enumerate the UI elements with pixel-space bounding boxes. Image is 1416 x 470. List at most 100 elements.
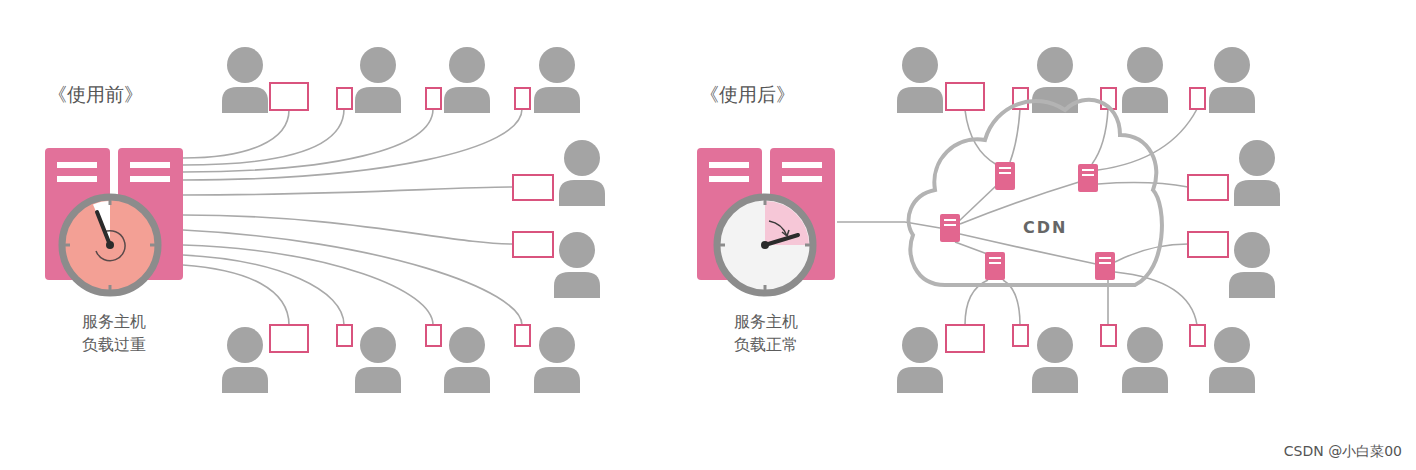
wire bbox=[960, 234, 1096, 264]
wire bbox=[183, 109, 522, 180]
clock-tick bbox=[764, 197, 767, 205]
cdn-server-icon bbox=[1095, 252, 1115, 280]
phone-icon bbox=[515, 325, 530, 346]
clock-tick bbox=[805, 244, 813, 247]
user-icon bbox=[1122, 327, 1168, 393]
monitor-icon bbox=[946, 325, 984, 352]
wire bbox=[183, 109, 433, 172]
wire bbox=[183, 265, 289, 325]
wire bbox=[1115, 244, 1188, 262]
clock-hand bbox=[765, 235, 798, 245]
cloud-label: CDN bbox=[1021, 218, 1069, 237]
connector-line bbox=[837, 221, 905, 223]
clock-arrow-head bbox=[782, 230, 789, 236]
clock-tick bbox=[109, 197, 112, 205]
phone-icon bbox=[337, 325, 352, 346]
wire bbox=[1098, 109, 1197, 170]
wire bbox=[1098, 183, 1188, 187]
phone-icon bbox=[337, 88, 352, 109]
user-icon bbox=[222, 47, 268, 113]
clock-normal bbox=[717, 197, 813, 293]
phone-icon bbox=[1013, 325, 1028, 346]
clock-wedge bbox=[93, 201, 110, 245]
user-icon bbox=[559, 140, 605, 206]
phone-icon bbox=[426, 88, 441, 109]
user-icon bbox=[222, 327, 268, 393]
user-icon bbox=[897, 47, 943, 113]
clock-face bbox=[62, 197, 158, 293]
panel-title: 《使用前》 bbox=[48, 82, 143, 108]
user-icon bbox=[897, 327, 943, 393]
wire bbox=[183, 187, 513, 195]
server-caption: 服务主机 负载过重 bbox=[77, 310, 151, 356]
cdn-server-icon bbox=[995, 162, 1015, 190]
device-group bbox=[270, 83, 553, 352]
monitor-icon bbox=[1188, 232, 1228, 257]
phone-icon bbox=[426, 325, 441, 346]
clock-tick bbox=[764, 285, 767, 293]
server-slot bbox=[130, 162, 170, 168]
watermark: CSDN @小白菜00 bbox=[1284, 443, 1402, 461]
cloud-outline bbox=[905, 80, 1165, 295]
phone-icon bbox=[1190, 88, 1205, 109]
server-slot bbox=[782, 162, 822, 168]
cdn-server-icon bbox=[940, 214, 960, 242]
phone-icon bbox=[515, 88, 530, 109]
clock-wedge bbox=[765, 201, 809, 245]
server-host: 服务主机 负载过重 bbox=[43, 148, 185, 356]
user-icon bbox=[1234, 140, 1280, 206]
panel-title: 《使用后》 bbox=[700, 82, 795, 108]
server-caption: 服务主机 负载正常 bbox=[729, 310, 803, 356]
wire bbox=[183, 245, 433, 325]
device-group bbox=[946, 83, 1228, 352]
monitor-icon bbox=[270, 325, 308, 352]
wire bbox=[1092, 109, 1108, 164]
server-slot bbox=[130, 176, 170, 182]
user-icon bbox=[554, 232, 600, 298]
wire bbox=[1010, 109, 1020, 162]
monitor-icon bbox=[946, 83, 984, 110]
wire-bundle bbox=[183, 109, 522, 325]
user-icon bbox=[1032, 327, 1078, 393]
cdn-cloud: CDN bbox=[905, 80, 1165, 295]
clock-tick bbox=[109, 285, 112, 293]
user-icon bbox=[444, 47, 490, 113]
clock-pin bbox=[761, 241, 769, 249]
user-group bbox=[222, 47, 605, 393]
wire bbox=[183, 109, 344, 165]
monitor-icon bbox=[513, 232, 553, 257]
server-slot bbox=[782, 176, 822, 182]
clock-face bbox=[717, 197, 813, 293]
user-icon bbox=[1209, 47, 1255, 113]
clock-arrow bbox=[96, 231, 125, 261]
phone-icon bbox=[1101, 325, 1116, 346]
wire bbox=[183, 215, 513, 244]
cloud-outline-path bbox=[909, 100, 1162, 285]
clock-tick bbox=[62, 244, 70, 247]
cdn-edge-servers bbox=[940, 162, 1115, 280]
monitor-icon bbox=[1188, 175, 1228, 200]
user-icon bbox=[1229, 232, 1275, 298]
user-icon bbox=[1122, 47, 1168, 113]
user-icon bbox=[1209, 327, 1255, 393]
server-slot bbox=[709, 162, 749, 168]
user-icon bbox=[534, 47, 580, 113]
clock-pin bbox=[106, 241, 114, 249]
monitor-icon bbox=[270, 83, 308, 110]
wire bbox=[955, 242, 990, 255]
user-icon bbox=[534, 327, 580, 393]
server-slot bbox=[57, 162, 97, 168]
user-icon bbox=[355, 327, 401, 393]
clock-hand bbox=[97, 212, 110, 245]
monitor-icon bbox=[513, 175, 553, 200]
server-slot bbox=[57, 176, 97, 182]
wire bbox=[183, 230, 522, 325]
cdn-server-icon bbox=[985, 252, 1005, 280]
cdn-server-icon bbox=[1078, 164, 1098, 192]
phone-icon bbox=[1190, 325, 1205, 346]
clock-tick bbox=[150, 244, 158, 247]
server-host: 服务主机 负载正常 bbox=[695, 148, 837, 356]
